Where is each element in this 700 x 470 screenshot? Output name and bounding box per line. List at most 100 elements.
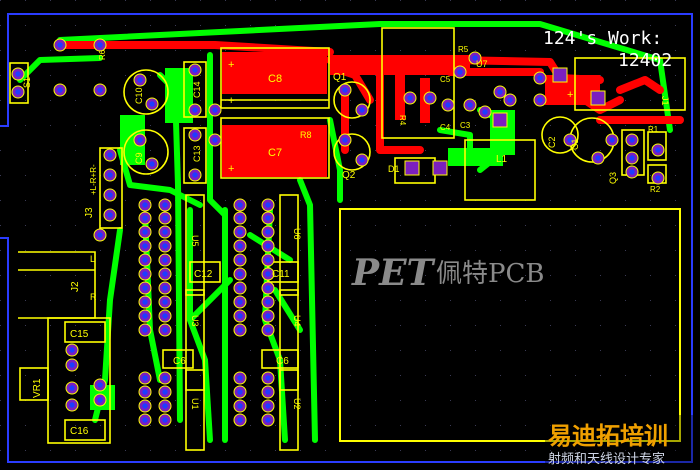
label-q3: Q3 [608,172,618,184]
pads-layer [11,38,665,427]
silkscreen-layer [9,27,686,451]
pad-drill [142,229,148,235]
label-u4: U4 [292,315,302,327]
pad-drill [237,313,243,319]
pad-drill [97,232,103,238]
pad-drill [162,257,168,263]
pad-drill [507,97,513,103]
pad-drill [212,107,218,113]
pad-drill [57,87,63,93]
pad-drill [237,257,243,263]
pad-drill [97,42,103,48]
pad-drill [162,202,168,208]
label-c9: C9 [134,152,144,164]
label-c2: C2 [547,136,557,148]
pad-drill [162,229,168,235]
label-c8: C8 [268,73,282,85]
pad-drill [162,299,168,305]
pad-drill [265,229,271,235]
board-title-line1: 124's Work: [543,28,662,49]
pad-drill [142,389,148,395]
pad-drill [142,202,148,208]
pad-drill [265,327,271,333]
label-u7: U7 [476,59,488,69]
pad-drill [629,155,635,161]
pad-drill [537,75,543,81]
label-c7: C7 [268,147,282,159]
pad-drill [142,417,148,423]
label-r4: R4 [398,115,407,126]
pad-drill [467,102,473,108]
pad-drill [162,271,168,277]
label-q2: Q2 [342,170,356,181]
label-j2-r: R [90,292,97,302]
pad-drill [265,202,271,208]
label-c13: C13 [192,145,202,162]
pad-drill [97,397,103,403]
pad-drill [107,212,113,218]
pad-drill [57,42,63,48]
pad-drill [107,152,113,158]
label-j2-l: L [90,254,95,264]
pad-drill [15,71,21,77]
pad-drill [265,243,271,249]
label-c11: C11 [272,269,290,280]
pad-drill [162,285,168,291]
pad-drill [192,172,198,178]
pad-drill [137,137,143,143]
label-c14: C14 [192,81,202,98]
label-c16: C16 [70,426,89,437]
label-r5: R5 [458,45,469,54]
label-c6-right: C6 [276,356,289,367]
label-c10: C10 [134,87,144,104]
pad-drill [192,67,198,73]
pad-drill [162,375,168,381]
pad-drill [655,175,661,181]
label-r2: R2 [650,185,661,194]
label-q1: Q1 [333,72,347,83]
pad-drill [162,313,168,319]
label-r1: R1 [648,125,659,134]
pad-drill [265,313,271,319]
pad-drill [142,285,148,291]
pad-drill [69,362,75,368]
label-r6: R6 [98,49,107,60]
pad-drill [265,285,271,291]
watermark-site-sub: 射频和天线设计专家 [548,451,665,467]
label-plus-c7: + [228,163,234,175]
label-c3: C3 [460,121,471,130]
pad-drill [192,132,198,138]
pad-drill [342,137,348,143]
watermark-logo: PET [351,252,436,294]
label-c12: C12 [194,269,213,280]
label-plus-j1: + [567,89,573,101]
pad-drill [537,97,543,103]
label-d1: D1 [388,164,400,174]
pad-drill [655,147,661,153]
pad-drill [457,69,463,75]
pad-drill [445,102,451,108]
pad-drill [15,89,21,95]
label-r8: R8 [300,130,312,140]
watermark-site-title: 易迪拓培训 [548,422,668,450]
pad-drill [237,299,243,305]
pad-drill [609,137,615,143]
pad-drill [149,161,155,167]
pad-drill [162,215,168,221]
label-u5: U5 [190,235,200,247]
pad-drill [265,215,271,221]
square-pad [404,160,420,176]
bottom-copper-pours [90,68,515,410]
board-outline [0,13,693,463]
label-u1: U1 [190,398,200,410]
label-plus-c8b: + [228,95,234,107]
pad-drill [472,55,478,61]
pad-drill [142,403,148,409]
watermark-brand: PET 佩特PCB [351,252,545,294]
large-pad-area [339,208,681,442]
pad-drill [237,327,243,333]
watermark-brand-text: 佩特PCB [436,259,545,289]
pad-drill [595,155,601,161]
label-c15: C15 [70,329,89,340]
